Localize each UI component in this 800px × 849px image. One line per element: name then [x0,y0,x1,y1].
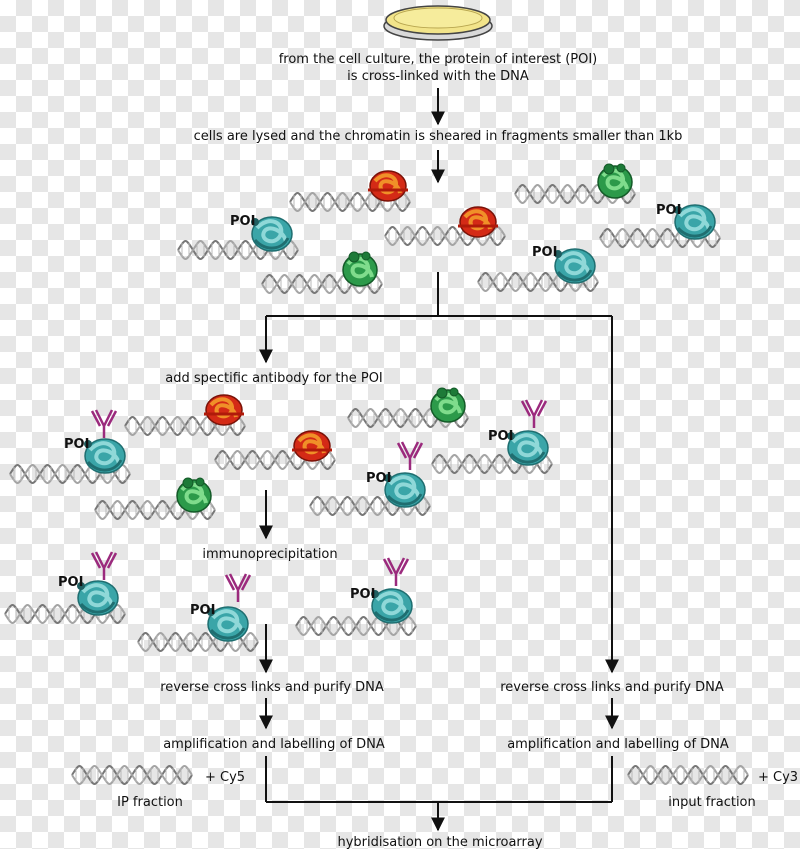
poi-label: POI [190,603,215,618]
cy5-label: + Cy5 [205,770,245,785]
poi-label: POI [366,471,391,486]
poi-label: POI [488,429,513,444]
step-reverse-left: reverse cross links and purify DNA [160,680,384,695]
antibody-binding-fragments: POI POI POI [9,386,553,520]
step-reverse-right: reverse cross links and purify DNA [500,680,724,695]
input-fraction-dna: + Cy3 input fraction [627,765,798,810]
step-antibody: add spectific antibody for the POI [165,371,383,386]
immunoprecipitated-fragments: POI POI POI [4,550,417,652]
ip-fraction-dna: + Cy5 IP fraction [71,765,245,810]
input-fraction-label: input fraction [668,795,756,810]
poi-label: POI [230,214,255,229]
step-amplify-left: amplification and labelling of DNA [163,737,385,752]
step-immunoprecipitation: immunoprecipitation [202,547,337,562]
poi-label: POI [350,587,375,602]
petri-dish-icon [383,5,493,41]
poi-label: POI [64,437,89,452]
poi-label: POI [532,245,557,260]
chromatin-fragments: POI POI POI [177,162,721,294]
step-crosslink-line2: is cross-linked with the DNA [347,69,529,84]
step-crosslink-line1: from the cell culture, the protein of in… [279,52,598,67]
ip-fraction-label: IP fraction [117,795,183,810]
poi-label: POI [58,575,83,590]
step-lyse: cells are lysed and the chromatin is she… [194,129,683,144]
cy3-label: + Cy3 [758,770,798,785]
poi-label: POI [656,203,681,218]
step-hybridisation: hybridisation on the microarray [337,835,542,849]
step-amplify-right: amplification and labelling of DNA [507,737,729,752]
